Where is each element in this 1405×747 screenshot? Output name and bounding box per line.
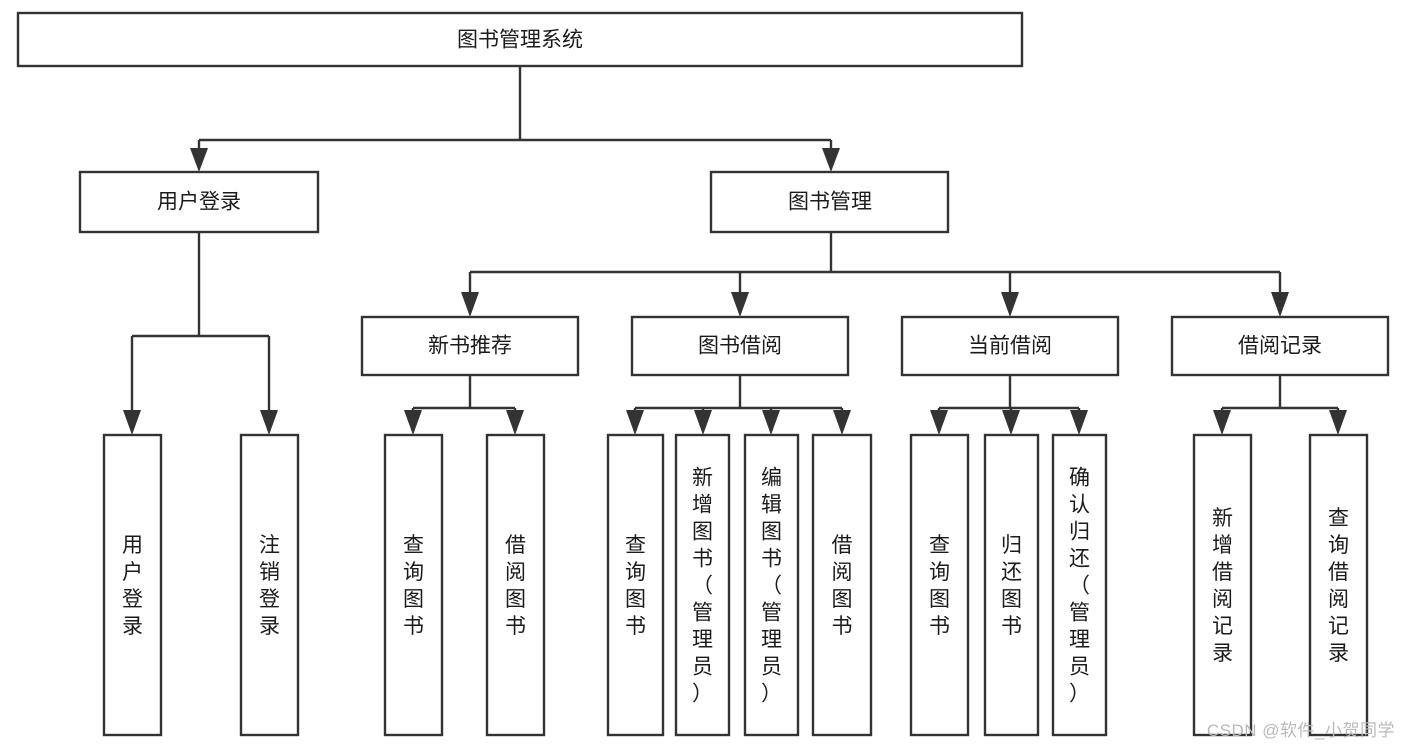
leaf-node-query-borrow-record-label: 查询借阅记录	[1328, 507, 1349, 665]
leaf-node-confirm-return-admin[interactable]: 确认归还（管理员）	[1051, 433, 1108, 737]
node-borrow-record-label: 借阅记录	[1238, 335, 1322, 358]
arrow-head-borrow-record	[1271, 292, 1289, 317]
leaf-node-borrow-book-2-label: 借阅图书	[832, 534, 853, 638]
arrow-head-borrow	[731, 292, 749, 317]
leaf-node-query-book-1[interactable]: 查询图书	[383, 433, 444, 737]
node-root[interactable]: 图书管理系统	[16, 11, 1024, 68]
node-user-login[interactable]: 用户登录	[78, 170, 320, 234]
node-root-label: 图书管理系统	[457, 29, 583, 52]
leaf-node-query-book-3[interactable]: 查询图书	[909, 433, 970, 737]
node-current-borrow[interactable]: 当前借阅	[900, 315, 1120, 377]
arrow-head-new-book-leaf2	[506, 410, 524, 435]
leaf-node-query-book-2-box[interactable]	[606, 433, 665, 737]
arrow-head-current-borrow-leaf3	[1070, 410, 1088, 435]
node-borrow-record[interactable]: 借阅记录	[1170, 315, 1390, 377]
leaf-node-add-book-admin[interactable]: 新增图书（管理员）	[674, 433, 731, 737]
leaf-node-query-book-3-label: 查询图书	[929, 534, 950, 638]
leaf-node-borrow-book-2[interactable]: 借阅图书	[811, 433, 873, 737]
leaf-node-query-book-3-box[interactable]	[909, 433, 970, 737]
leaf-node-user-login-box[interactable]	[102, 433, 163, 737]
arrow-head-user-login-leaf2	[260, 410, 278, 435]
leaf-node-return-book-box[interactable]	[983, 433, 1040, 737]
leaf-node-borrow-book-1-box[interactable]	[485, 433, 546, 737]
leaf-node-edit-book-admin-box[interactable]	[743, 433, 800, 737]
leaf-node-user-login-label: 用户登录	[122, 534, 143, 638]
node-book-management-label: 图书管理	[788, 191, 872, 214]
node-book-borrow[interactable]: 图书借阅	[630, 315, 850, 377]
arrow-head-current-borrow	[1001, 292, 1019, 317]
arrow-head-book-mgmt	[822, 148, 840, 172]
leaf-node-borrow-book-2-box[interactable]	[811, 433, 873, 737]
node-root-box[interactable]	[16, 11, 1024, 68]
leaf-node-confirm-return-admin-label: 确认归还（管理员）	[1069, 467, 1090, 706]
node-borrow-record-box[interactable]	[1170, 315, 1390, 377]
arrow-head-user-login	[190, 148, 208, 172]
arrow-head-borrow-record-leaf1	[1213, 410, 1231, 435]
leaf-node-query-borrow-record[interactable]: 查询借阅记录	[1308, 433, 1369, 737]
leaf-node-query-book-1-label: 查询图书	[403, 534, 424, 638]
leaf-node-borrow-book-1-label: 借阅图书	[505, 534, 526, 638]
arrow-head-current-borrow-leaf1	[930, 410, 948, 435]
leaf-node-add-book-admin-box[interactable]	[674, 433, 731, 737]
arrow-head-borrow-leaf3	[762, 410, 780, 435]
leaf-node-logout[interactable]: 注销登录	[239, 433, 300, 737]
arrow-head-new-book	[461, 292, 479, 317]
arrow-head-borrow-leaf2	[694, 410, 712, 435]
arrow-head-borrow-record-leaf2	[1329, 410, 1347, 435]
arrow-head-current-borrow-leaf2	[1002, 410, 1020, 435]
leaf-node-query-borrow-record-box[interactable]	[1308, 433, 1369, 737]
node-new-book-recommend-label: 新书推荐	[428, 335, 512, 358]
leaf-node-return-book[interactable]: 归还图书	[983, 433, 1040, 737]
leaf-node-borrow-book-1[interactable]: 借阅图书	[485, 433, 546, 737]
leaf-node-add-borrow-record[interactable]: 新增借阅记录	[1192, 433, 1253, 737]
connector-layer	[123, 66, 1347, 435]
leaf-node-query-book-1-box[interactable]	[383, 433, 444, 737]
leaf-node-logout-box[interactable]	[239, 433, 300, 737]
leaf-node-confirm-return-admin-box[interactable]	[1051, 433, 1108, 737]
arrow-head-user-login-leaf1	[123, 410, 141, 435]
arrow-head-new-book-leaf1	[404, 410, 422, 435]
leaf-node-edit-book-admin[interactable]: 编辑图书（管理员）	[743, 433, 800, 737]
leaf-node-user-login[interactable]: 用户登录	[102, 433, 163, 737]
node-current-borrow-label: 当前借阅	[968, 335, 1052, 358]
node-current-borrow-box[interactable]	[900, 315, 1120, 377]
leaf-node-add-book-admin-label: 新增图书（管理员）	[692, 467, 713, 706]
node-book-borrow-label: 图书借阅	[698, 335, 782, 358]
leaf-node-edit-book-admin-label: 编辑图书（管理员）	[761, 467, 782, 706]
leaf-node-layer: 用户登录 注销登录 查询图书 借阅图书 查询图书 新增图书（管理员）	[102, 433, 1369, 737]
node-book-management-box[interactable]	[709, 170, 950, 234]
node-book-management[interactable]: 图书管理	[709, 170, 950, 234]
node-new-book-recommend[interactable]: 新书推荐	[360, 315, 580, 377]
node-user-login-label: 用户登录	[157, 191, 241, 214]
leaf-node-return-book-label: 归还图书	[1001, 534, 1022, 638]
node-book-borrow-box[interactable]	[630, 315, 850, 377]
node-new-book-recommend-box[interactable]	[360, 315, 580, 377]
leaf-node-add-borrow-record-box[interactable]	[1192, 433, 1253, 737]
arrow-head-borrow-leaf4	[833, 410, 851, 435]
leaf-node-query-book-2-label: 查询图书	[625, 534, 646, 638]
node-user-login-box[interactable]	[78, 170, 320, 234]
leaf-node-logout-label: 注销登录	[259, 534, 280, 638]
arrow-head-borrow-leaf1	[626, 410, 644, 435]
leaf-node-add-borrow-record-label: 新增借阅记录	[1212, 507, 1233, 665]
leaf-node-query-book-2[interactable]: 查询图书	[606, 433, 665, 737]
